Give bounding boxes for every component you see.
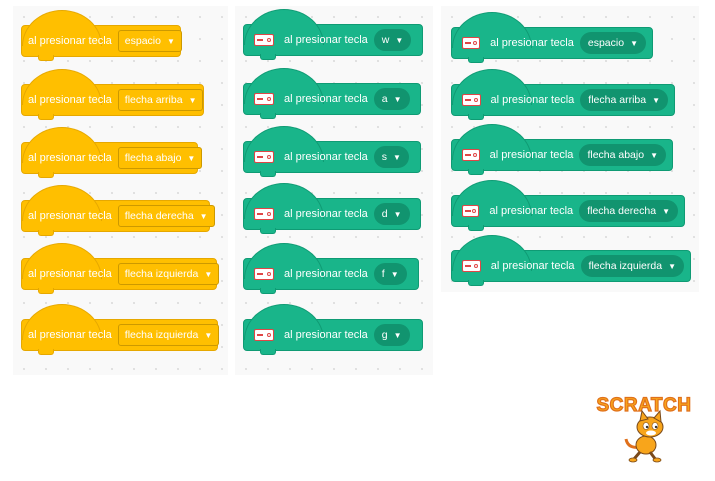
dropdown-arrow-icon: ▼ — [652, 95, 660, 105]
key-dropdown[interactable]: d▼ — [373, 203, 410, 225]
block-label: al presionar tecla — [28, 210, 112, 222]
dropdown-arrow-icon: ▼ — [204, 269, 213, 279]
key-dropdown[interactable]: flecha arriba ▼ — [580, 89, 668, 111]
block-label: al presionar tecla — [490, 94, 575, 106]
dropdown-arrow-icon: ▼ — [166, 36, 175, 46]
key-value: w — [381, 34, 390, 46]
key-value: flecha derecha — [587, 205, 657, 217]
dropdown-arrow-icon: ▼ — [393, 209, 402, 219]
makey-makey-icon — [254, 34, 274, 46]
key-press-block[interactable]: al presionar tecla espacio ▼ — [21, 10, 182, 61]
block-label: al presionar tecla — [284, 208, 368, 220]
block-label: al presionar tecla — [284, 268, 368, 280]
key-value: flecha izquierda — [588, 260, 663, 272]
block-label: al presionar tecla — [490, 37, 574, 49]
dropdown-arrow-icon: ▼ — [630, 38, 638, 48]
block-label: al presionar tecla — [489, 205, 574, 217]
makey-makey-icon — [462, 205, 480, 217]
block-label: al presionar tecla — [284, 34, 368, 46]
makey-makey-icon — [462, 94, 481, 106]
key-press-block[interactable]: al presionar tecla flecha arriba ▼ — [21, 69, 204, 120]
dropdown-arrow-icon: ▼ — [393, 152, 401, 162]
makey-key-block[interactable]: al presionar tecla flecha derecha ▼ — [451, 180, 685, 231]
key-value: espacio — [587, 37, 625, 49]
dropdown-arrow-icon: ▼ — [662, 206, 670, 216]
key-dropdown[interactable]: espacio ▼ — [117, 30, 182, 52]
makey-key-block[interactable]: al presionar tecla flecha izquierda ▼ — [451, 235, 691, 286]
key-dropdown[interactable]: s▼ — [373, 146, 409, 168]
key-dropdown[interactable]: flecha izquierda ▼ — [580, 255, 684, 277]
block-label: al presionar tecla — [28, 94, 112, 106]
key-value: flecha derecha — [124, 210, 194, 222]
key-value: flecha abajo — [124, 152, 182, 164]
dropdown-arrow-icon: ▼ — [187, 153, 196, 163]
key-dropdown[interactable]: g▼ — [373, 324, 410, 346]
scratch-cat-icon — [624, 409, 664, 463]
key-value: flecha arriba — [588, 94, 647, 106]
scratch-wordmark: SCRATCH — [597, 395, 692, 416]
key-value: espacio — [124, 35, 161, 47]
scratch-logo: SCRATCH — [596, 394, 692, 463]
makey-key-block[interactable]: al presionar tecla espacio ▼ — [451, 12, 653, 63]
key-dropdown[interactable]: flecha derecha ▼ — [117, 205, 215, 227]
makey-makey-icon — [254, 208, 274, 220]
block-label: al presionar tecla — [284, 151, 368, 163]
key-value: flecha izquierda — [124, 329, 199, 341]
key-press-block[interactable]: al presionar tecla flecha izquierda ▼ — [21, 243, 220, 294]
dropdown-arrow-icon: ▼ — [393, 94, 402, 104]
key-dropdown[interactable]: a▼ — [373, 88, 410, 110]
key-value: d — [381, 208, 388, 220]
key-dropdown[interactable]: flecha abajo ▼ — [117, 147, 203, 169]
block-label: al presionar tecla — [28, 329, 112, 341]
key-value: g — [381, 329, 388, 341]
key-value: flecha izquierda — [124, 268, 199, 280]
key-dropdown[interactable]: w▼ — [373, 29, 412, 51]
block-label: al presionar tecla — [28, 268, 112, 280]
key-dropdown[interactable]: flecha izquierda ▼ — [117, 263, 220, 285]
makey-key-block[interactable]: al presionar tecla g▼ — [243, 304, 423, 355]
key-value: f — [381, 268, 385, 280]
key-dropdown[interactable]: espacio ▼ — [579, 32, 646, 54]
key-press-block[interactable]: al presionar tecla flecha derecha ▼ — [21, 185, 215, 236]
makey-key-block[interactable]: al presionar tecla f▼ — [243, 243, 419, 294]
key-value: a — [381, 93, 388, 105]
makey-key-block[interactable]: al presionar tecla s▼ — [243, 126, 421, 177]
key-press-block[interactable]: al presionar tecla flecha izquierda ▼ — [21, 304, 220, 355]
key-dropdown[interactable]: flecha arriba ▼ — [117, 89, 204, 111]
key-value: s — [381, 151, 388, 163]
block-label: al presionar tecla — [489, 149, 574, 161]
key-dropdown[interactable]: f▼ — [373, 263, 407, 285]
block-label: al presionar tecla — [28, 152, 112, 164]
key-press-block[interactable]: al presionar tecla flecha abajo ▼ — [21, 127, 203, 178]
dropdown-arrow-icon: ▼ — [204, 330, 213, 340]
block-label: al presionar tecla — [284, 93, 368, 105]
makey-makey-icon — [462, 260, 481, 272]
dropdown-arrow-icon: ▼ — [668, 261, 676, 271]
makey-makey-icon — [254, 329, 274, 341]
key-value: flecha arriba — [124, 94, 183, 106]
block-label: al presionar tecla — [28, 35, 112, 47]
dropdown-arrow-icon: ▼ — [199, 211, 208, 221]
makey-makey-icon — [254, 93, 274, 105]
makey-makey-icon — [462, 149, 480, 161]
makey-key-block[interactable]: al presionar tecla flecha abajo ▼ — [451, 124, 673, 175]
key-dropdown[interactable]: flecha derecha ▼ — [579, 200, 678, 222]
makey-makey-icon — [254, 151, 274, 163]
dropdown-arrow-icon: ▼ — [393, 330, 402, 340]
makey-makey-icon — [462, 37, 481, 49]
makey-key-block[interactable]: al presionar tecla a▼ — [243, 68, 421, 119]
key-value: flecha abajo — [587, 149, 645, 161]
makey-key-block[interactable]: al presionar tecla flecha arriba ▼ — [451, 69, 675, 120]
makey-key-block[interactable]: al presionar tecla d▼ — [243, 183, 421, 234]
dropdown-arrow-icon: ▼ — [650, 150, 658, 160]
dropdown-arrow-icon: ▼ — [188, 95, 197, 105]
dropdown-arrow-icon: ▼ — [390, 269, 399, 279]
makey-key-block[interactable]: al presionar tecla w▼ — [243, 9, 423, 60]
key-dropdown[interactable]: flecha izquierda ▼ — [117, 324, 220, 346]
makey-makey-icon — [254, 268, 274, 280]
key-dropdown[interactable]: flecha abajo ▼ — [579, 144, 666, 166]
dropdown-arrow-icon: ▼ — [395, 35, 404, 45]
block-label: al presionar tecla — [284, 329, 368, 341]
block-label: al presionar tecla — [490, 260, 575, 272]
